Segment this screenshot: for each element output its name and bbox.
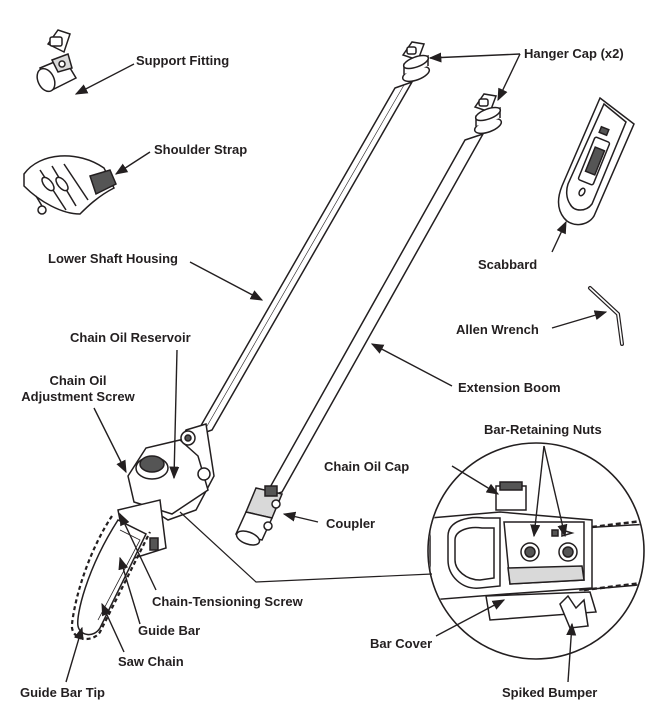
label-extension-boom: Extension Boom xyxy=(458,380,561,395)
label-shoulder-strap: Shoulder Strap xyxy=(154,142,248,157)
support-fitting xyxy=(36,29,78,93)
label-chain-oil-adjustment-screw-line2: Adjustment Screw xyxy=(21,389,135,404)
label-lower-shaft-housing: Lower Shaft Housing xyxy=(48,251,178,266)
detail-connectors xyxy=(179,511,433,583)
scabbard xyxy=(557,96,635,226)
label-bar-cover: Bar Cover xyxy=(370,636,433,651)
coupler xyxy=(234,485,284,546)
label-bar-retaining-nuts: Bar-Retaining Nuts xyxy=(484,422,602,437)
guide-bar xyxy=(77,519,148,636)
hanger-cap-lower xyxy=(473,93,503,135)
leader-lines xyxy=(65,52,608,683)
label-chain-oil-adjustment-screw-line1: Chain Oil xyxy=(49,373,107,388)
label-support-fitting: Support Fitting xyxy=(136,53,230,68)
label-spiked-bumper: Spiked Bumper xyxy=(502,685,598,700)
label-scabbard: Scabbard xyxy=(478,257,538,272)
label-coupler: Coupler xyxy=(326,516,376,531)
detail-view xyxy=(427,442,645,660)
label-chain-oil-cap: Chain Oil Cap xyxy=(324,459,410,474)
label-guide-bar-tip: Guide Bar Tip xyxy=(20,685,105,700)
lower-shaft-housing xyxy=(193,80,414,438)
label-guide-bar: Guide Bar xyxy=(138,623,201,638)
label-hanger-cap: Hanger Cap (x2) xyxy=(524,46,624,61)
label-saw-chain: Saw Chain xyxy=(118,654,184,669)
saw-chain xyxy=(70,515,151,641)
hanger-cap-upper xyxy=(401,41,431,83)
extension-boom xyxy=(262,132,485,500)
label-chain-tensioning-screw: Chain-Tensioning Screw xyxy=(152,594,303,609)
shoulder-strap xyxy=(23,155,117,215)
label-allen-wrench: Allen Wrench xyxy=(456,322,539,337)
label-chain-oil-reservoir: Chain Oil Reservoir xyxy=(70,330,191,345)
